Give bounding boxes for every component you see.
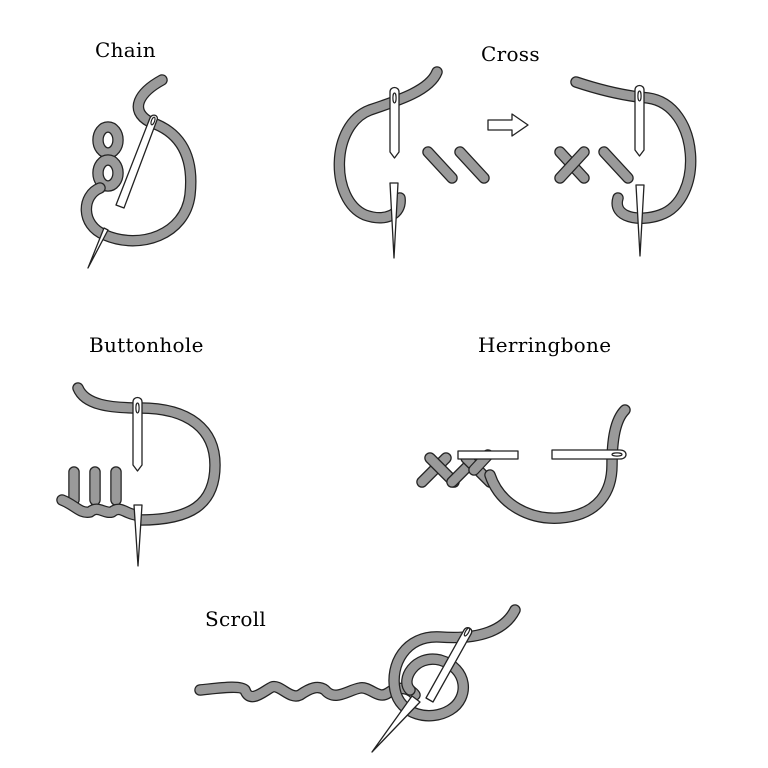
herringbone-needle-left [457, 450, 519, 460]
cross-needle-top [389, 86, 400, 159]
buttonhole-needle-bottom [133, 504, 143, 567]
chain-needle [115, 114, 158, 209]
scroll-needle-lower [371, 695, 421, 753]
cross-stitch-step-two [554, 76, 697, 257]
cross-stitch-step-one [333, 66, 490, 259]
arrow-right-icon [487, 113, 529, 137]
herringbone-stitch-illustration [416, 404, 631, 524]
label-cross: Cross [481, 42, 540, 66]
herringbone-needle-right [551, 449, 627, 460]
buttonhole-stitch-illustration [56, 382, 221, 567]
scroll-stitch-illustration [194, 604, 521, 753]
cross-needle-bottom [389, 182, 399, 259]
label-herringbone: Herringbone [478, 333, 612, 357]
chain-needle-point [87, 227, 109, 269]
label-buttonhole: Buttonhole [89, 333, 204, 357]
label-scroll: Scroll [205, 607, 267, 631]
cross-needle-bottom-2 [635, 184, 645, 257]
chain-stitch-illustration [80, 74, 197, 269]
cross-needle-top-2 [634, 84, 645, 157]
label-chain: Chain [95, 38, 156, 62]
buttonhole-needle-top [132, 396, 143, 472]
